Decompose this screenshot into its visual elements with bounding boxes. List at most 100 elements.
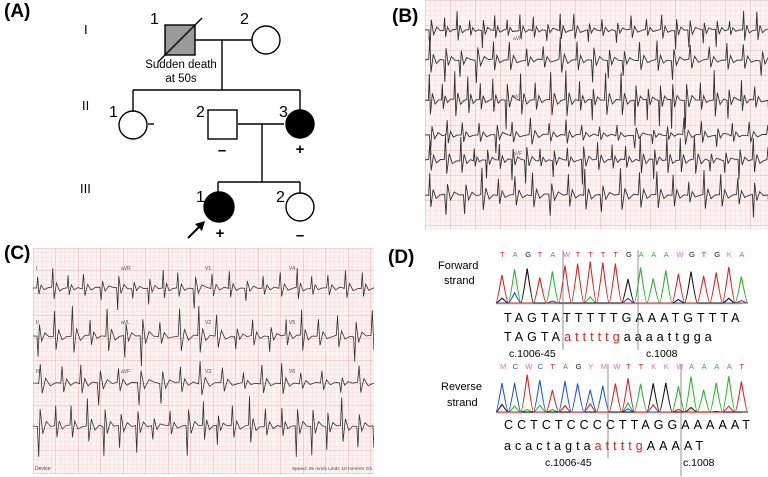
- ecg-waveform: [33, 267, 374, 311]
- pedigree-member-i-2: [251, 25, 281, 55]
- ecg-lead-label: III: [428, 151, 432, 157]
- member-number: 2: [276, 189, 285, 206]
- called-base: W: [613, 362, 621, 371]
- called-base: A: [702, 362, 707, 371]
- ecg-lead-label: II: [36, 320, 39, 326]
- generation-label-iii: III: [80, 181, 91, 196]
- called-base: A: [639, 250, 644, 259]
- ecg-panel-c: I aVR V1 V4 II aVL V2 V5 III aVF V3 V6 D…: [33, 248, 374, 474]
- called-base: A: [689, 362, 694, 371]
- forward-allele-sequence: TAGTAatttttgaaaattgga: [504, 330, 716, 344]
- ecg-waveform: [33, 396, 374, 457]
- ecg-lead-label: II: [428, 94, 431, 100]
- sudden-death-age: at 50s: [165, 73, 197, 85]
- called-base: T: [613, 250, 618, 259]
- chromatogram-trace: [495, 268, 748, 304]
- pedigree-member-i-1: [157, 17, 203, 63]
- ecg-lead-label: V6: [289, 369, 295, 375]
- ecg-lead-label: aVR: [513, 36, 523, 42]
- called-base: T: [601, 250, 606, 259]
- called-base: A: [513, 250, 518, 259]
- reverse-position-2: c.1008: [683, 457, 715, 469]
- called-base: T: [626, 362, 631, 371]
- chromatogram-trace: [495, 261, 748, 304]
- ecg-waveform: [425, 70, 768, 130]
- ecg-lead-label: V2: [205, 320, 211, 326]
- forward-read-sequence: TAGTATTTTTGAAATGTTTA: [504, 311, 744, 325]
- forward-allele-variant: atttttg: [564, 330, 624, 344]
- ecg-lead-label: I: [428, 36, 429, 42]
- chromatogram-trace: [496, 267, 749, 304]
- called-base: A: [664, 250, 669, 259]
- member-number: 1: [150, 11, 159, 28]
- chromatogram-trace: [496, 374, 749, 413]
- called-base: T: [576, 250, 581, 259]
- ecg-waveform: [425, 37, 768, 83]
- ecg-waveform: [425, 167, 768, 218]
- ecg-lead-label: III: [36, 369, 40, 375]
- called-base: K: [664, 362, 669, 371]
- reverse-allele-sequence: acactagtaattttgAAAAT: [504, 439, 707, 453]
- pedigree-member-iii-2: [285, 192, 315, 222]
- called-base: Y: [588, 362, 593, 371]
- called-base: G: [626, 250, 632, 259]
- panel-label-b: (B): [392, 6, 419, 27]
- called-base: A: [550, 250, 555, 259]
- ecg-footer-device: Device:: [35, 466, 52, 472]
- ecg-footer-speed: Speed: 25 mm/s Limb: 10 mm/mV Ch: [292, 466, 372, 472]
- called-base: G: [576, 362, 582, 371]
- called-base: T: [739, 362, 744, 371]
- member-number: 1: [196, 189, 205, 206]
- called-base: G: [714, 250, 720, 259]
- member-number: 1: [109, 104, 118, 121]
- pedigree-member-ii-3: [285, 109, 315, 139]
- genotype-mark: –: [218, 142, 226, 159]
- ecg-lead-label: aVR: [121, 266, 131, 272]
- reverse-allele-rest: AAAAT: [647, 439, 707, 453]
- called-base: M: [601, 362, 607, 371]
- called-base: T: [702, 250, 707, 259]
- called-base: A: [727, 362, 732, 371]
- ecg-waveform: [33, 305, 374, 367]
- ecg-lead-label: V1: [205, 266, 211, 272]
- called-base: A: [563, 362, 568, 371]
- ecg-waveform: [33, 361, 374, 406]
- sudden-death-annotation: Sudden death: [145, 59, 217, 71]
- reverse-strand-label: Reverse: [441, 381, 482, 393]
- pedigree-chart: I II III 1 2 1 2 3 1 2 Sudden death at 5…: [80, 11, 315, 244]
- member-number: 2: [196, 104, 205, 121]
- called-base: W: [525, 362, 533, 371]
- forward-position-1: c.1006-45: [509, 348, 556, 360]
- panel-label-a: (A): [4, 1, 31, 22]
- ecg-panel-b: I aVR II aVL III aVF: [425, 0, 768, 230]
- member-number: 2: [240, 11, 249, 28]
- ecg-waveform: [425, 117, 768, 154]
- called-base: T: [588, 250, 593, 259]
- called-base: G: [689, 250, 695, 259]
- genotype-mark: –: [296, 227, 304, 244]
- called-base: W: [563, 250, 571, 259]
- called-base: G: [525, 250, 531, 259]
- called-base: T: [538, 250, 543, 259]
- ecg-tracing-b: I aVR II aVL III aVF: [425, 0, 768, 230]
- reverse-allele-variant: attttg: [595, 439, 647, 453]
- forward-allele-rest: aaaattgga: [624, 330, 716, 344]
- chromatogram-trace: [496, 376, 748, 413]
- pedigree-member-iii-1: [203, 191, 235, 223]
- ecg-lead-label: aVF: [513, 151, 522, 157]
- pedigree-member-ii-2: [207, 109, 238, 140]
- forward-strand-label: strand: [444, 275, 475, 287]
- chromatogram-trace: [495, 379, 748, 413]
- called-base: A: [651, 250, 656, 259]
- reverse-allele-ref: acactagta: [504, 439, 595, 453]
- ecg-lead-label: V5: [289, 320, 295, 326]
- forward-position-2: c.1008: [646, 348, 678, 360]
- reverse-strand-label: strand: [447, 397, 478, 409]
- panel-label-c: (C): [4, 243, 31, 264]
- ecg-lead-label: aVF: [121, 369, 130, 375]
- ecg-lead-label: V4: [289, 266, 295, 272]
- called-base: T: [550, 362, 555, 371]
- genotype-mark: +: [216, 225, 225, 242]
- called-base: M: [500, 362, 506, 371]
- reverse-read-sequence: CCTCTCCCCTTAGGAAAAAT: [504, 418, 754, 432]
